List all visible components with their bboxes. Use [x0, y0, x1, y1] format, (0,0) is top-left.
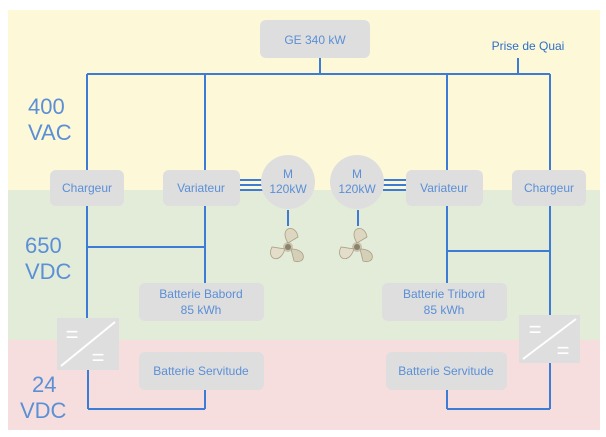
service-battery-right-label: Batterie Servitude [398, 364, 494, 378]
dc-dc-converter-right: = = [519, 315, 580, 363]
converter-left-input: = [66, 322, 79, 347]
dc-dc-converter-left: = = [57, 318, 119, 370]
charger-right-label: Chargeur [524, 181, 574, 195]
dc-high-voltage-value: 650 [25, 233, 62, 258]
service-battery-left-label: Batterie Servitude [153, 364, 249, 378]
service-battery-right-box: Batterie Servitude [386, 352, 507, 390]
battery-starboard-box: Batterie Tribord 85 kWh [382, 283, 507, 321]
propeller-icon [339, 228, 373, 263]
charger-left-box: Chargeur [50, 170, 124, 206]
drive-left-label: Variateur [177, 181, 225, 195]
ac-voltage-type: VAC [28, 120, 72, 145]
ac-voltage-label: 400 VAC [28, 94, 72, 146]
propeller-icon [270, 228, 304, 263]
motor-left-symbol: M [283, 167, 293, 181]
generator-box: GE 340 kW [260, 20, 370, 58]
generator-label: GE 340 kW [284, 33, 346, 47]
motor-right-symbol: M [352, 167, 362, 181]
motor-left-power: 120kW [269, 182, 307, 196]
charger-left-label: Chargeur [62, 181, 112, 195]
battery-port-box: Batterie Babord 85 kWh [139, 283, 264, 321]
drive-left-box: Variateur [163, 170, 240, 206]
dc-high-voltage-label: 650 VDC [25, 233, 71, 285]
battery-port-capacity: 85 kWh [181, 303, 222, 317]
dc-low-voltage-label: 24 VDC [20, 372, 66, 424]
drive-right-label: Variateur [420, 181, 468, 195]
converter-right-output: = [557, 338, 570, 363]
charger-right-box: Chargeur [512, 170, 586, 206]
ac-voltage-value: 400 [28, 94, 65, 119]
battery-port-name: Batterie Babord [159, 287, 242, 301]
converter-left-output: = [92, 345, 105, 370]
wiring [86, 58, 551, 410]
dc-high-voltage-type: VDC [25, 259, 72, 284]
battery-starboard-name: Batterie Tribord [403, 287, 485, 301]
battery-starboard-capacity: 85 kWh [424, 303, 465, 317]
motor-left: M 120kW [261, 155, 315, 209]
service-battery-left-box: Batterie Servitude [139, 352, 264, 390]
converter-right-input: = [529, 317, 542, 342]
dc-low-voltage-type: VDC [20, 398, 67, 423]
motor-right: M 120kW [330, 155, 384, 209]
shore-power-label: Prise de Quai [492, 39, 565, 53]
drive-right-box: Variateur [406, 170, 483, 206]
dc-high-zone-background [8, 190, 600, 340]
dc-low-voltage-value: 24 [32, 372, 57, 397]
motor-right-power: 120kW [338, 182, 376, 196]
